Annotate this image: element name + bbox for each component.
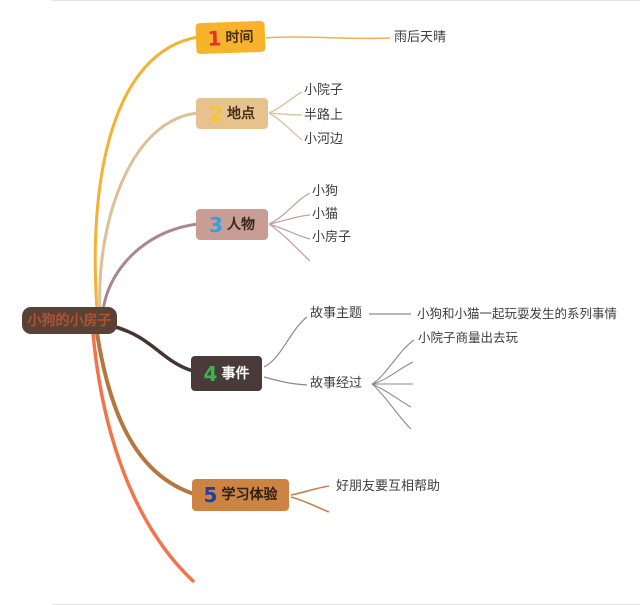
connector-process-fan-5	[371, 383, 412, 430]
leaf-story-process-detail[interactable]: 小院子商量出去玩	[418, 330, 519, 345]
connector-character-child-2	[268, 214, 311, 225]
main-curve-time	[93, 35, 200, 312]
connector-place-child-3	[268, 112, 303, 141]
connector-event-theme	[263, 316, 308, 368]
connector-character-child-empty	[268, 223, 311, 262]
branch-number-3: 3	[209, 212, 223, 237]
connector-event-process	[263, 376, 308, 386]
leaf-story-theme[interactable]: 故事主题	[310, 306, 363, 321]
connector-process-fan-2	[371, 361, 414, 385]
main-curve-character	[101, 222, 200, 314]
branch-node-learning[interactable]: 5 学习体验	[192, 479, 289, 511]
branch-node-time[interactable]: 1 时间	[195, 20, 266, 55]
branch-label-event: 事件	[221, 365, 250, 382]
connector-place-child-2	[268, 112, 303, 116]
leaf-halfway[interactable]: 半路上	[304, 108, 344, 123]
leaf-rain-clear[interactable]: 雨后天晴	[394, 30, 447, 45]
branch-number-4: 4	[203, 361, 218, 386]
main-curve-place	[98, 111, 200, 313]
branch-number-5: 5	[203, 483, 218, 507]
branch-label-learning: 学习体验	[221, 487, 278, 503]
branch-number-1: 1	[207, 25, 221, 51]
branch-node-event[interactable]: 4 事件	[191, 356, 262, 391]
root-node[interactable]: 小狗的小房子	[22, 307, 117, 334]
connector-learning-empty	[290, 496, 330, 513]
main-curve-learning	[95, 331, 196, 496]
leaf-story-process[interactable]: 故事经过	[310, 376, 363, 391]
leaf-friends-help[interactable]: 好朋友要互相帮助	[336, 479, 441, 494]
branch-node-character[interactable]: 3 人物	[196, 209, 268, 240]
top-border-line	[52, 0, 640, 1]
branch-label-time: 时间	[225, 28, 254, 46]
branch-label-place: 地点	[226, 105, 255, 122]
root-node-label: 小狗的小房子	[27, 312, 112, 329]
connector-process-fan-4	[371, 383, 412, 408]
connector-process-fan-1	[371, 339, 415, 385]
connector-learning-child	[290, 485, 330, 496]
leaf-little-cat[interactable]: 小猫	[312, 207, 339, 222]
leaf-little-house[interactable]: 小房子	[312, 230, 352, 245]
branch-node-place[interactable]: 2 地点	[196, 98, 268, 129]
connector-place-child-1	[268, 91, 303, 114]
main-curve-event	[110, 324, 195, 373]
connector-character-child-3	[268, 223, 311, 240]
main-curve-empty	[91, 331, 195, 583]
connector-character-child-1	[268, 192, 311, 225]
branch-number-2: 2	[209, 101, 223, 126]
branch-label-character: 人物	[226, 216, 255, 233]
leaf-small-yard[interactable]: 小院子	[304, 83, 344, 98]
leaf-little-dog[interactable]: 小狗	[312, 184, 339, 199]
connector-time-child	[265, 36, 391, 40]
leaf-story-theme-detail[interactable]: 小狗和小猫一起玩耍发生的系列事情	[417, 306, 618, 321]
leaf-riverside[interactable]: 小河边	[304, 132, 344, 147]
